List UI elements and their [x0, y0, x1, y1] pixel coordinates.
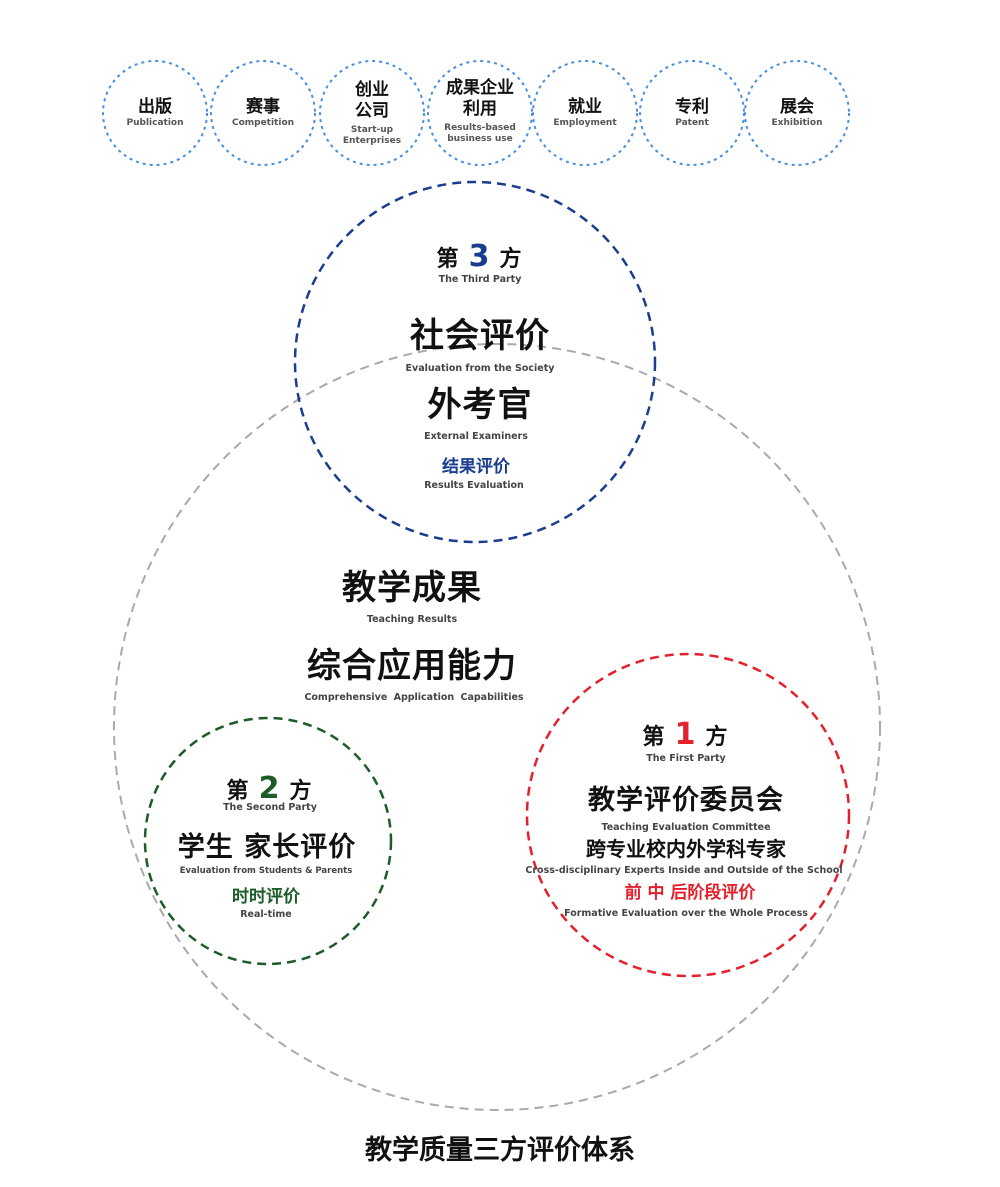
center-title: 教学成果 — [342, 568, 482, 608]
center-title-en: Teaching Results — [366, 614, 458, 625]
third-party-tag-en: Results Evaluation — [424, 480, 524, 491]
party-prefix: 第 — [436, 247, 461, 272]
third-party-sub-en: External Examiners — [424, 431, 528, 442]
third-party-title-en: Evaluation from the Society — [405, 363, 555, 374]
first-party-sub: 跨专业校内外学科专家 — [586, 837, 786, 861]
outer-circle — [113, 343, 881, 1111]
top-circle — [102, 60, 208, 166]
top-item-en: Publication — [126, 117, 184, 128]
top-item-publication: 出版 Publication — [126, 98, 183, 129]
top-circle — [532, 60, 638, 166]
third-party-title: 社会评价 — [410, 316, 550, 356]
top-item-en: Results-based business use — [444, 122, 516, 145]
second-party-tag: 时时评价 — [232, 887, 300, 907]
top-item-cn: 就业 — [567, 97, 602, 117]
top-item-cn: 成果企业利用 — [446, 78, 514, 120]
top-item-cn: 专利 — [675, 97, 709, 117]
top-item-cn: 创业公司 — [355, 80, 389, 122]
first-party-circle — [525, 652, 851, 978]
third-party-sub: 外考官 — [427, 385, 533, 425]
center-sub: 综合应用能力 — [307, 646, 517, 686]
third-party-circle — [293, 180, 657, 544]
top-item-en: Patent — [675, 117, 709, 128]
first-party-title: 教学评价委员会 — [588, 785, 784, 816]
second-party-title: 学生 家长评价 — [177, 832, 357, 863]
party-suffix: 方 — [499, 247, 524, 272]
party-number: 2 — [258, 771, 282, 806]
top-item-en: Employment — [553, 117, 617, 128]
center-sub-en: Comprehensive Application Capabilities — [304, 692, 524, 703]
top-circle — [744, 60, 850, 166]
top-item-en: Exhibition — [771, 117, 823, 128]
first-party-en: The First Party — [646, 753, 726, 764]
first-party-sub-en: Cross-disciplinary Experts Inside and Ou… — [525, 865, 843, 876]
party-suffix: 方 — [289, 779, 314, 804]
second-party-title-en: Evaluation from Students & Parents — [179, 866, 353, 876]
top-item-exhibition: 展会 Exhibition — [772, 98, 823, 129]
party-number: 3 — [468, 239, 492, 274]
top-item-competition: 赛事 Competition — [232, 98, 294, 129]
party-suffix: 方 — [705, 725, 730, 750]
top-item-employment: 就业 Employment — [553, 98, 616, 129]
first-party-tag: 前 中 后阶段评价 — [624, 883, 756, 903]
third-party-tag: 结果评价 — [442, 457, 510, 477]
first-party-tag-en: Formative Evaluation over the Whole Proc… — [564, 908, 808, 919]
top-circle — [210, 60, 316, 166]
third-party-en: The Third Party — [438, 274, 522, 285]
top-item-en: Start-up Enterprises — [342, 124, 402, 147]
first-party-title-en: Teaching Evaluation Committee — [601, 822, 771, 833]
second-party-en: The Second Party — [223, 802, 317, 813]
top-item-en: Competition — [231, 117, 295, 128]
top-item-cn: 赛事 — [245, 97, 280, 117]
second-party-circle — [143, 716, 393, 966]
top-item-patent: 专利 Patent — [675, 98, 709, 129]
top-item-cn: 展会 — [779, 97, 814, 117]
party-prefix: 第 — [226, 779, 251, 804]
party-prefix: 第 — [642, 725, 667, 750]
diagram-title: 教学质量三方评价体系 — [365, 1135, 635, 1166]
top-item-cn: 出版 — [137, 97, 172, 117]
top-circle — [319, 60, 425, 166]
top-item-results-use: 成果企业利用 Results-based business use — [435, 78, 525, 146]
party-number: 1 — [674, 717, 698, 752]
second-party-tag-en: Real-time — [240, 909, 292, 920]
top-item-startup: 创业公司 Start-up Enterprises — [332, 80, 412, 148]
